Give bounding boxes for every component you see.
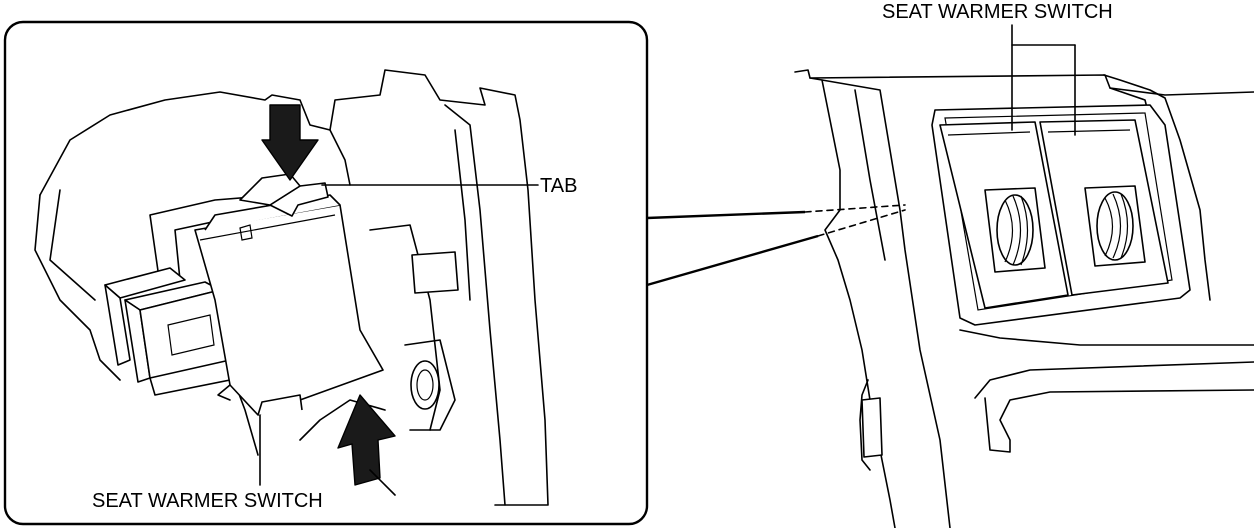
seat-warmer-switch-body (104, 173, 384, 416)
press-arrow-down (261, 104, 319, 181)
detail-inset-frame (3, 20, 649, 526)
tab-label: TAB (540, 175, 577, 197)
overview-switch-leader (1011, 24, 1076, 136)
overview-switch-right (1039, 119, 1169, 296)
zoom-connector-lines (646, 204, 906, 287)
detail-inset (3, 20, 649, 526)
press-arrow-up (337, 394, 396, 486)
dashboard-overview (794, 69, 1254, 528)
overview-switch-label: SEAT WARMER SWITCH (882, 1, 1113, 23)
overview-switch-left (939, 121, 1069, 309)
detail-switch-label: SEAT WARMER SWITCH (92, 490, 323, 512)
console-bracket-background (34, 69, 549, 506)
